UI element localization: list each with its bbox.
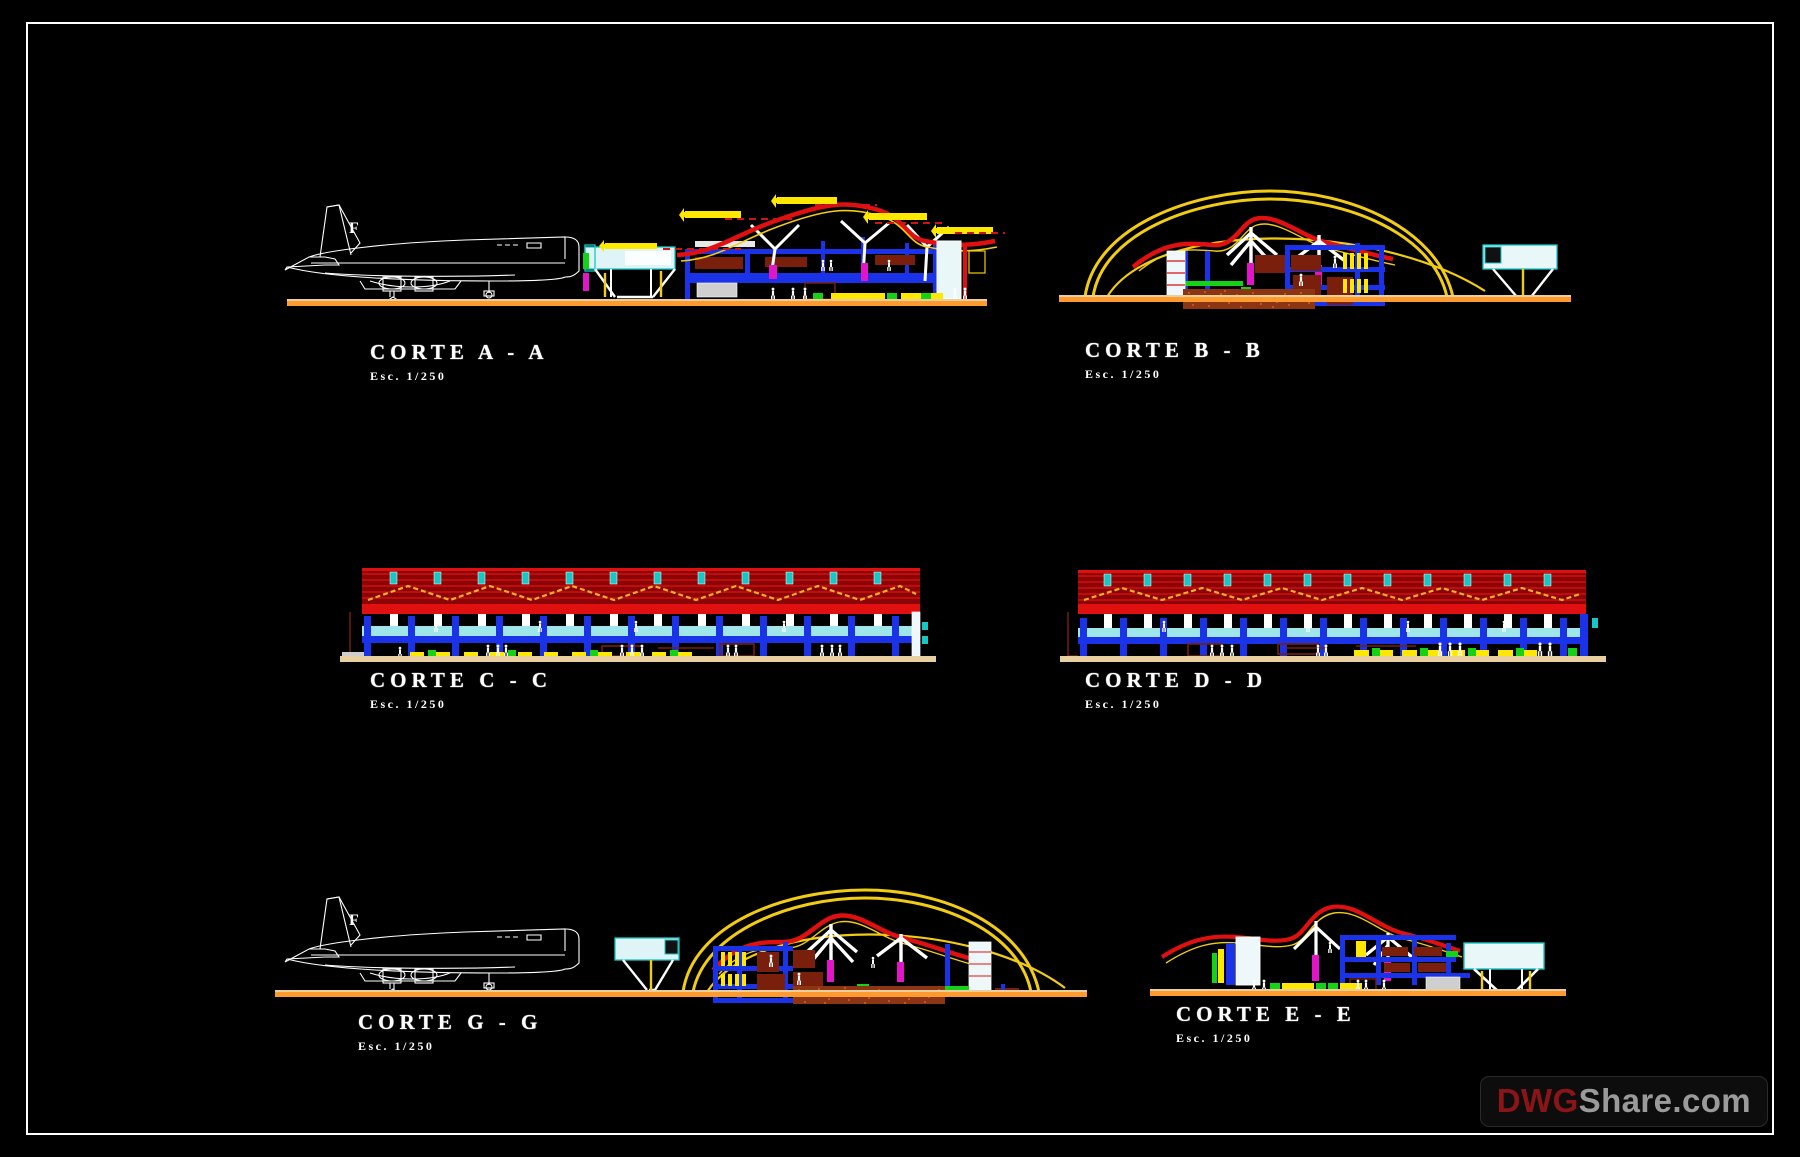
section-scale-a: Esc. 1/250 — [370, 369, 447, 383]
corte-b-b-drawing — [1059, 189, 1571, 309]
watermark-dwgshare: DWGShare.com — [1479, 1076, 1768, 1127]
title-block-corte-c-c: CORTE C - C Esc. 1/250 — [370, 668, 552, 712]
ground-line-g — [275, 992, 1087, 997]
section-scale-c: Esc. 1/250 — [370, 697, 447, 711]
floor-and-glazing-d — [1078, 618, 1586, 656]
section-scale-b: Esc. 1/250 — [1085, 367, 1162, 381]
tree-columns-g — [805, 924, 929, 980]
roof-band-c — [362, 568, 920, 614]
section-title-c: CORTE C - C — [370, 668, 553, 692]
corte-a-a-drawing: F — [284, 194, 1005, 306]
watermark-text-secondary: Share.com — [1578, 1082, 1751, 1119]
section-title-b: CORTE B - B — [1085, 338, 1265, 362]
aircraft-silhouette-a — [284, 204, 580, 302]
aircraft-tail-mark-g: F — [349, 912, 359, 929]
aircraft-tail-mark-a: F — [349, 220, 359, 237]
terminal-structure-e — [1340, 935, 1470, 992]
aircraft-silhouette-g — [284, 896, 580, 994]
parabolic-arch-b — [1083, 189, 1486, 298]
ground-objects-e — [1270, 983, 1362, 991]
title-block-corte-b-b: CORTE B - B Esc. 1/250 — [1085, 338, 1265, 382]
section-title-a: CORTE A - A — [370, 340, 549, 364]
section-title-e: CORTE E - E — [1176, 1002, 1356, 1026]
right-end-volume-a — [936, 240, 986, 300]
section-corte-d-d — [1060, 560, 1610, 665]
section-corte-a-a: F — [265, 185, 1005, 315]
ground-line-b — [1059, 297, 1571, 302]
section-corte-e-e — [1150, 895, 1570, 1000]
annotation-tags-a — [599, 194, 1005, 252]
column-base-magenta-e — [1312, 955, 1319, 981]
jetway-truss-e — [1463, 942, 1545, 995]
ground-objects-d — [1354, 648, 1577, 657]
ground-line-top-a — [287, 299, 987, 301]
column-base-magenta-b — [1247, 263, 1254, 285]
section-scale-d: Esc. 1/250 — [1085, 697, 1162, 711]
watermark-text-primary: DWG — [1496, 1082, 1579, 1119]
title-block-corte-g-g: CORTE G - G Esc. 1/250 — [358, 1010, 542, 1054]
column-base-magenta-g — [827, 960, 834, 982]
ground-line-e — [1150, 991, 1566, 996]
section-scale-e: Esc. 1/250 — [1176, 1031, 1253, 1045]
corte-d-d-drawing — [1060, 570, 1606, 662]
core-volume-e — [1212, 936, 1261, 986]
ground-line-top-b — [1059, 295, 1571, 297]
column-base-magenta-a — [769, 265, 777, 279]
terminal-structure-a — [685, 237, 937, 300]
roof-band-d — [1078, 570, 1586, 614]
title-block-corte-d-d: CORTE D - D Esc. 1/250 — [1085, 668, 1267, 712]
section-title-d: CORTE D - D — [1085, 668, 1268, 692]
people-figures-a — [771, 259, 967, 300]
corte-c-c-drawing — [340, 568, 936, 662]
section-corte-b-b — [1055, 185, 1575, 315]
ground-line-a — [287, 301, 987, 306]
section-scale-g: Esc. 1/250 — [358, 1039, 435, 1053]
people-figures-c — [398, 620, 842, 658]
people-figures-b — [1299, 255, 1337, 286]
ground-line-top-e — [1150, 989, 1566, 991]
jetway-truss-b — [1482, 244, 1558, 299]
jetway-truss-g — [614, 937, 680, 992]
section-corte-c-c — [340, 560, 940, 665]
jetway-bridge-a — [583, 244, 676, 299]
ground-line-top-g — [275, 990, 1087, 992]
floor-and-glazing-c — [362, 616, 920, 656]
terminal-structure-g — [713, 941, 992, 1003]
title-block-corte-a-a: CORTE A - A Esc. 1/250 — [370, 340, 549, 384]
section-title-g: CORTE G - G — [358, 1010, 543, 1034]
column-base-magenta-g2 — [897, 962, 904, 982]
people-figures-d — [1162, 620, 1553, 657]
column-base-magenta-a2 — [861, 263, 868, 281]
ground-line-d — [1060, 656, 1606, 662]
section-corte-g-g: F — [265, 880, 1095, 1005]
corte-g-g-drawing: F — [275, 888, 1087, 1004]
corte-e-e-drawing — [1150, 904, 1566, 996]
title-block-corte-e-e: CORTE E - E Esc. 1/250 — [1176, 1002, 1356, 1046]
people-figures-g — [769, 954, 875, 985]
ground-equipment-a — [813, 293, 943, 299]
ground-line-c — [340, 656, 936, 662]
